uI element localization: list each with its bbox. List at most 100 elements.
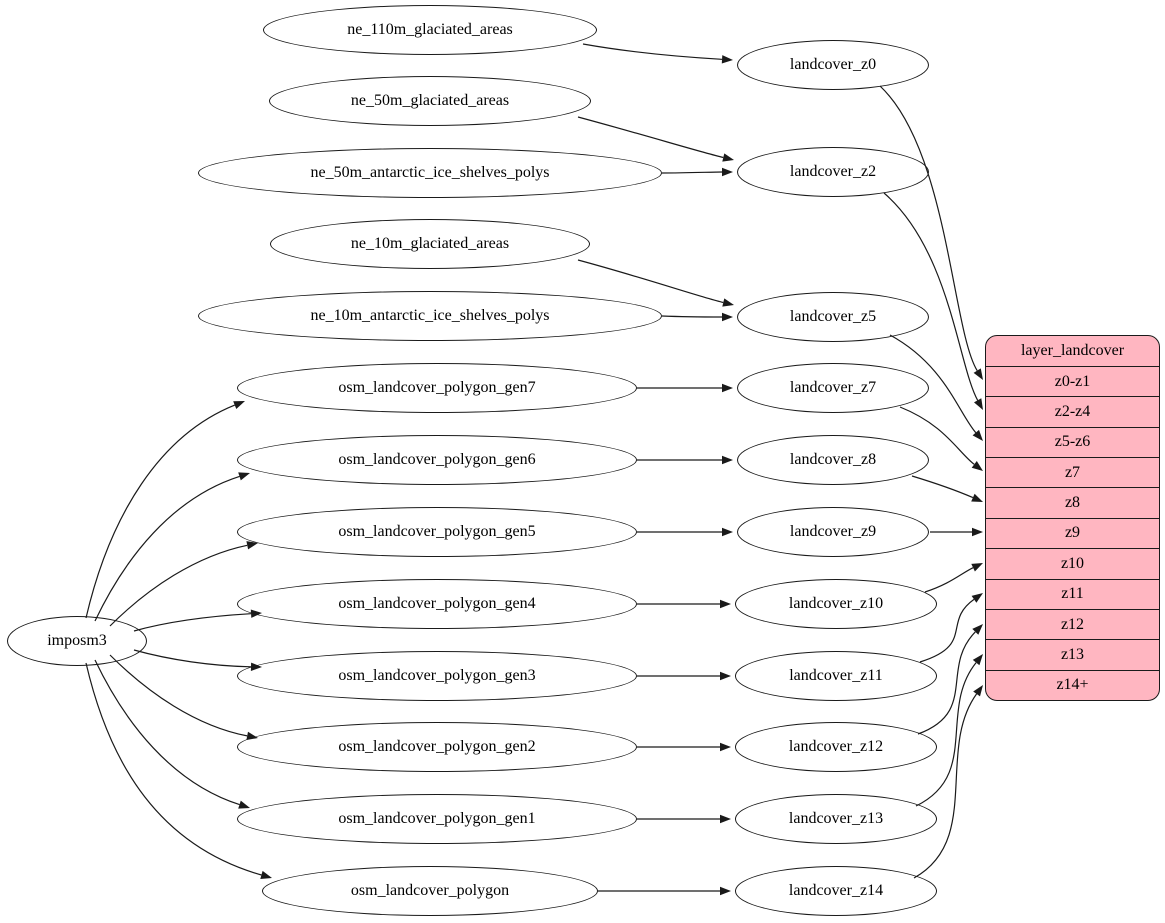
node-osm_landcover_polygon_gen3: osm_landcover_polygon_gen3 [237, 651, 637, 701]
node-label: landcover_z5 [789, 308, 877, 325]
arrowhead [722, 153, 734, 162]
arrowhead [972, 429, 983, 441]
node-label: landcover_z14 [788, 882, 884, 899]
node-label: landcover_z10 [788, 595, 884, 612]
node-ne_50m_antarctic_ice_shelves_polys: ne_50m_antarctic_ice_shelves_polys [198, 148, 662, 198]
edge-landcover_z14-to-layer_landcover.z14+ [913, 693, 978, 879]
arrowhead [260, 870, 272, 879]
arrowhead [720, 671, 731, 681]
node-label: ne_110m_glaciated_areas [347, 21, 513, 38]
edge-landcover_z8-to-layer_landcover.z8 [911, 475, 974, 499]
edge-imposm3-to-osm_landcover_polygon_gen2 [109, 654, 248, 737]
arrowhead [971, 461, 983, 471]
node-label: landcover_z9 [789, 523, 877, 540]
node-osm_landcover_polygon_gen5: osm_landcover_polygon_gen5 [237, 507, 637, 557]
edge-imposm3-to-osm_landcover_polygon_gen1 [94, 659, 240, 806]
node-label: osm_landcover_polygon [350, 882, 510, 899]
arrowhead [973, 685, 983, 697]
table-row-z8: z8 [986, 487, 1159, 517]
node-ne_50m_glaciated_areas: ne_50m_glaciated_areas [269, 76, 591, 126]
node-label: landcover_z12 [788, 738, 884, 755]
node-landcover_z7: landcover_z7 [737, 363, 929, 413]
table-row-z0-z1: z0-z1 [986, 366, 1159, 396]
edge-ne_110m_glaciated_areas-to-landcover_z0 [582, 43, 723, 60]
node-label: landcover_z0 [789, 56, 877, 73]
node-label: landcover_z8 [789, 451, 877, 468]
edge-ne_10m_glaciated_areas-to-landcover_z5 [577, 259, 724, 304]
node-label: ne_10m_antarctic_ice_shelves_polys [310, 307, 550, 324]
arrowhead [973, 368, 983, 380]
arrowhead [721, 55, 733, 64]
arrowhead [972, 654, 983, 666]
node-landcover_z9: landcover_z9 [737, 507, 929, 557]
node-label: osm_landcover_polygon_gen3 [338, 667, 536, 684]
table-row-z10: z10 [986, 548, 1159, 578]
table-title: layer_landcover [1020, 342, 1125, 359]
edge-imposm3-to-osm_landcover_polygon_gen5 [109, 544, 248, 627]
arrowhead [971, 493, 983, 502]
node-landcover_z11: landcover_z11 [735, 651, 937, 701]
node-osm_landcover_polygon_gen7: osm_landcover_polygon_gen7 [237, 363, 637, 413]
edge-imposm3-to-osm_landcover_polygon_gen7 [85, 404, 236, 619]
node-label: imposm3 [47, 632, 107, 649]
table-row-z9: z9 [986, 517, 1159, 548]
node-label: osm_landcover_polygon_gen6 [338, 451, 536, 468]
edge-imposm3-to-osm_landcover_polygon_gen4 [133, 613, 252, 632]
edge-ne_50m_glaciated_areas-to-landcover_z2 [577, 116, 724, 159]
node-label: ne_50m_glaciated_areas [350, 92, 510, 109]
node-label: osm_landcover_polygon_gen1 [338, 810, 536, 827]
table-row-z7: z7 [986, 457, 1159, 487]
arrowhead [238, 800, 250, 809]
node-osm_landcover_polygon: osm_landcover_polygon [262, 866, 598, 916]
arrowhead [971, 563, 983, 572]
edge-ne_10m_antarctic_ice_shelves_polys-to-landcover_z5 [661, 315, 723, 318]
arrowhead [722, 383, 733, 393]
table-row-z14+: z14+ [986, 669, 1159, 700]
node-label: ne_10m_glaciated_areas [350, 235, 510, 252]
node-label: osm_landcover_polygon_gen5 [338, 523, 536, 540]
table-row-z2-z4: z2-z4 [986, 396, 1159, 426]
edge-ne_50m_antarctic_ice_shelves_polys-to-landcover_z2 [661, 171, 723, 174]
node-osm_landcover_polygon_gen4: osm_landcover_polygon_gen4 [237, 579, 637, 629]
arrowhead [720, 742, 731, 752]
node-landcover_z10: landcover_z10 [735, 579, 937, 629]
arrowhead [722, 312, 733, 322]
arrowhead [233, 401, 245, 409]
node-label: osm_landcover_polygon_gen2 [338, 738, 536, 755]
arrowhead [974, 398, 983, 410]
node-osm_landcover_polygon_gen2: osm_landcover_polygon_gen2 [237, 722, 637, 772]
node-landcover_z12: landcover_z12 [735, 722, 937, 772]
node-label: landcover_z7 [789, 379, 877, 396]
node-ne_10m_antarctic_ice_shelves_polys: ne_10m_antarctic_ice_shelves_polys [198, 291, 662, 341]
node-osm_landcover_polygon_gen6: osm_landcover_polygon_gen6 [237, 435, 637, 485]
arrowhead [720, 814, 731, 824]
edge-imposm3-to-osm_landcover_polygon [85, 662, 262, 876]
node-ne_110m_glaciated_areas: ne_110m_glaciated_areas [263, 5, 597, 55]
node-imposm3: imposm3 [7, 616, 147, 666]
edge-imposm3-to-osm_landcover_polygon_gen6 [94, 475, 240, 622]
node-landcover_z5: landcover_z5 [737, 292, 929, 342]
node-label: osm_landcover_polygon_gen4 [338, 595, 536, 612]
node-label: osm_landcover_polygon_gen7 [338, 379, 536, 396]
arrowhead [722, 527, 733, 537]
arrowhead [722, 298, 734, 307]
arrowhead [722, 455, 733, 465]
arrowhead [972, 527, 983, 537]
node-landcover_z13: landcover_z13 [735, 794, 937, 844]
node-landcover_z2: landcover_z2 [737, 147, 929, 197]
node-ne_10m_glaciated_areas: ne_10m_glaciated_areas [270, 219, 590, 269]
arrowhead [972, 624, 983, 635]
node-label: landcover_z2 [789, 163, 877, 180]
table-row-z13: z13 [986, 639, 1159, 669]
node-label: landcover_z13 [788, 810, 884, 827]
node-label: landcover_z11 [789, 667, 883, 684]
table-row-z5-z6: z5-z6 [986, 426, 1159, 457]
node-osm_landcover_polygon_gen1: osm_landcover_polygon_gen1 [237, 794, 637, 844]
arrowhead [971, 593, 983, 603]
arrowhead [722, 167, 733, 177]
edge-landcover_z10-to-layer_landcover.z10 [924, 567, 974, 593]
table-row-z12: z12 [986, 608, 1159, 639]
node-label: ne_50m_antarctic_ice_shelves_polys [310, 164, 550, 181]
